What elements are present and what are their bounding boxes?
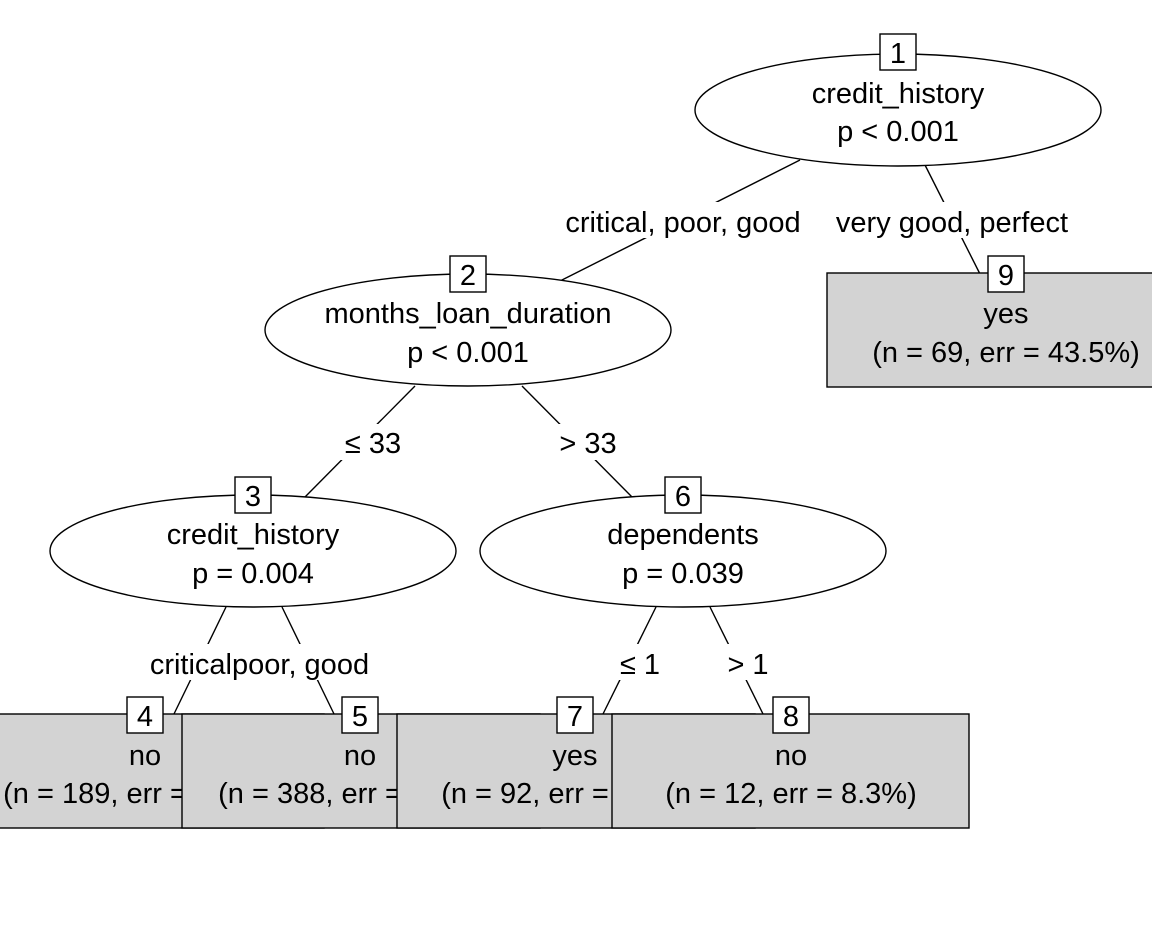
inner-node-1: credit_history p < 0.001 1 [694, 33, 1102, 167]
terminal-node-9: yes (n = 69, err = 43.5%) 9 [826, 255, 1152, 388]
inner-node-3: credit_history p = 0.004 3 [49, 476, 457, 608]
node-id: 4 [137, 701, 153, 733]
inner-node-6: dependents p = 0.039 6 [479, 476, 887, 608]
edge-labels: critical, poor, good very good, perfect … [150, 202, 1080, 681]
terminal-node-8: no (n = 12, err = 8.3%) 8 [611, 696, 970, 829]
edge-label-1-9: very good, perfect [836, 207, 1068, 239]
node-id-box [234, 476, 272, 514]
edge-label-3-5: poor, good [232, 649, 369, 681]
node-variable: credit_history [812, 78, 985, 110]
node-id-box [126, 696, 164, 734]
node-id: 2 [460, 260, 476, 292]
terminal-class: no [344, 740, 376, 772]
terminal-class: no [129, 740, 161, 772]
node-pvalue: p = 0.004 [192, 558, 314, 590]
edge-label-2-3: ≤ 33 [345, 428, 401, 460]
node-id-box [449, 255, 487, 293]
node-id-box [879, 33, 917, 71]
node-id-box [664, 476, 702, 514]
node-id: 8 [783, 701, 799, 733]
node-id-box [341, 696, 379, 734]
edge-label-3-4: critical [150, 649, 232, 681]
node-id: 3 [245, 481, 261, 513]
node-ellipse [694, 53, 1102, 167]
node-variable: months_loan_duration [325, 298, 612, 330]
edge-label-6-7: ≤ 1 [620, 649, 660, 681]
node-pvalue: p < 0.001 [837, 116, 959, 148]
edge-label-1-2: critical, poor, good [565, 207, 800, 239]
inner-node-2: months_loan_duration p < 0.001 2 [264, 255, 672, 387]
terminal-class: yes [552, 740, 597, 772]
node-variable: dependents [607, 519, 759, 551]
node-pvalue: p < 0.001 [407, 337, 529, 369]
terminal-stats: (n = 69, err = 43.5%) [872, 337, 1140, 369]
edge-label-2-6: > 33 [559, 428, 616, 460]
terminal-class: no [775, 740, 807, 772]
node-id: 7 [567, 701, 583, 733]
node-id: 1 [890, 38, 906, 70]
node-id: 9 [998, 260, 1014, 292]
node-variable: credit_history [167, 519, 340, 551]
edge-label-6-8: > 1 [727, 649, 768, 681]
node-id-box [772, 696, 810, 734]
node-id-box [556, 696, 594, 734]
node-pvalue: p = 0.039 [622, 558, 744, 590]
terminal-class: yes [983, 298, 1028, 330]
node-id-box [987, 255, 1025, 293]
node-id: 6 [675, 481, 691, 513]
terminal-stats: (n = 12, err = 8.3%) [665, 778, 916, 810]
node-id: 5 [352, 701, 368, 733]
